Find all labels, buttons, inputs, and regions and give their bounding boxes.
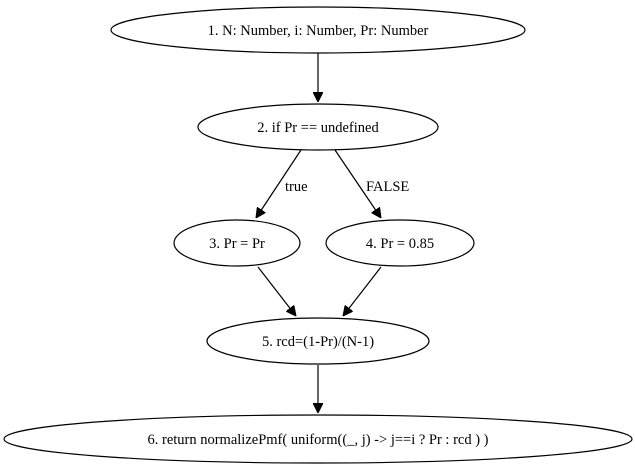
node-4-label: 4. Pr = 0.85 [366,236,434,252]
edge-2-to-3 [256,149,302,218]
node-5-ellipse [206,317,430,365]
edges: true FALSE [256,53,409,413]
node-1-label: 1. N: Number, i: Number, Pr: Number [208,23,429,39]
node-5-label: 5. rcd=(1-Pr)/(N-1) [262,334,374,350]
edge-4-to-5 [343,266,382,316]
node-4-false-branch: 4. Pr = 0.85 [325,219,475,267]
node-6-return: 6. return normalizePmf( uniform((_, j) -… [3,414,633,464]
node-3-label: 3. Pr = Pr [209,236,265,252]
node-1-ellipse [110,6,526,54]
nodes: 1. N: Number, i: Number, Pr: Number 2. i… [3,6,633,464]
node-2-ellipse [197,103,439,151]
node-2-label: 2. if Pr == undefined [257,120,379,136]
edge-label-false: FALSE [366,179,409,195]
edge-3-to-5 [257,266,296,316]
node-4-ellipse [325,219,475,267]
node-5-rcd: 5. rcd=(1-Pr)/(N-1) [206,317,430,365]
node-1-declarations: 1. N: Number, i: Number, Pr: Number [110,6,526,54]
node-6-label: 6. return normalizePmf( uniform((_, j) -… [147,432,488,448]
node-6-ellipse [3,414,633,464]
edge-2-to-4 [334,149,381,218]
node-3-true-branch: 3. Pr = Pr [173,219,301,267]
node-3-ellipse [173,219,301,267]
edge-label-true: true [285,179,308,195]
node-2-condition: 2. if Pr == undefined [197,103,439,151]
